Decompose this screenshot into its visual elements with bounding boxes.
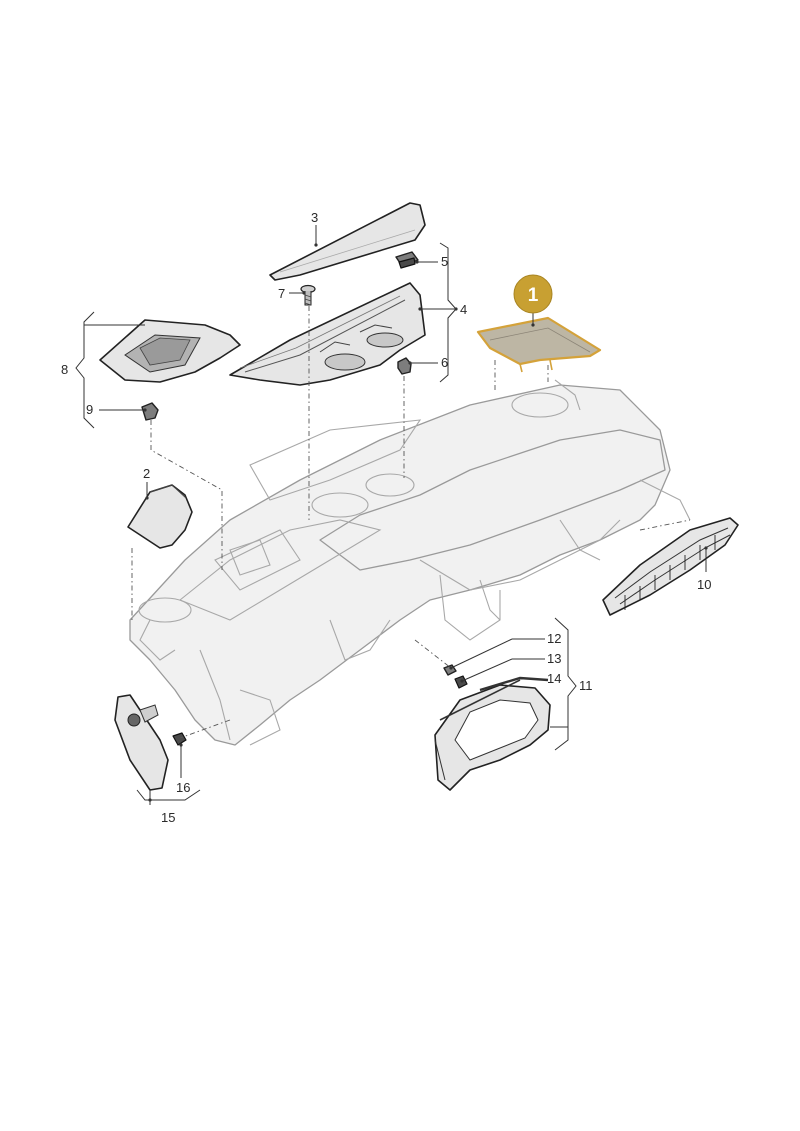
part-11-cluster-surround[interactable] — [434, 679, 551, 791]
part-7-screw[interactable] — [300, 284, 316, 306]
callout-6: 6 — [441, 355, 448, 370]
callout-13: 13 — [547, 651, 561, 666]
part-6-clip[interactable] — [397, 357, 412, 375]
callout-12: 12 — [547, 631, 561, 646]
part-1-cover-panel[interactable] — [476, 316, 602, 373]
part-16-clip[interactable] — [172, 732, 187, 746]
callout-3: 3 — [311, 210, 318, 225]
callout-16: 16 — [176, 780, 190, 795]
callout-10: 10 — [697, 577, 711, 592]
callout-14: 14 — [547, 671, 561, 686]
callout-5: 5 — [441, 254, 448, 269]
callout-8: 8 — [61, 362, 68, 377]
callout-labels: 3 5 7 4 6 8 9 2 10 12 13 14 11 16 15 — [61, 210, 711, 825]
part-4-center-frame[interactable] — [229, 282, 426, 386]
part-5-clip[interactable] — [395, 251, 419, 269]
part-15-side-trim[interactable] — [114, 694, 169, 791]
part-9-clip[interactable] — [141, 402, 159, 421]
callout-1: 1 — [528, 285, 539, 306]
callout-9: 9 — [86, 402, 93, 417]
part-10-vent-grille[interactable] — [602, 517, 739, 616]
part-8-side-cover[interactable] — [99, 319, 241, 383]
callout-11: 11 — [579, 678, 593, 693]
callout-1-badge[interactable]: 1 — [513, 274, 553, 314]
part-2-cover[interactable] — [127, 484, 193, 549]
leader-lines — [75, 225, 708, 805]
callout-7: 7 — [278, 286, 285, 301]
callout-4: 4 — [460, 302, 467, 317]
callout-15: 15 — [161, 810, 175, 825]
dashboard-body — [129, 379, 691, 746]
part-3-top-trim[interactable] — [269, 202, 426, 281]
callout-2: 2 — [143, 466, 150, 481]
